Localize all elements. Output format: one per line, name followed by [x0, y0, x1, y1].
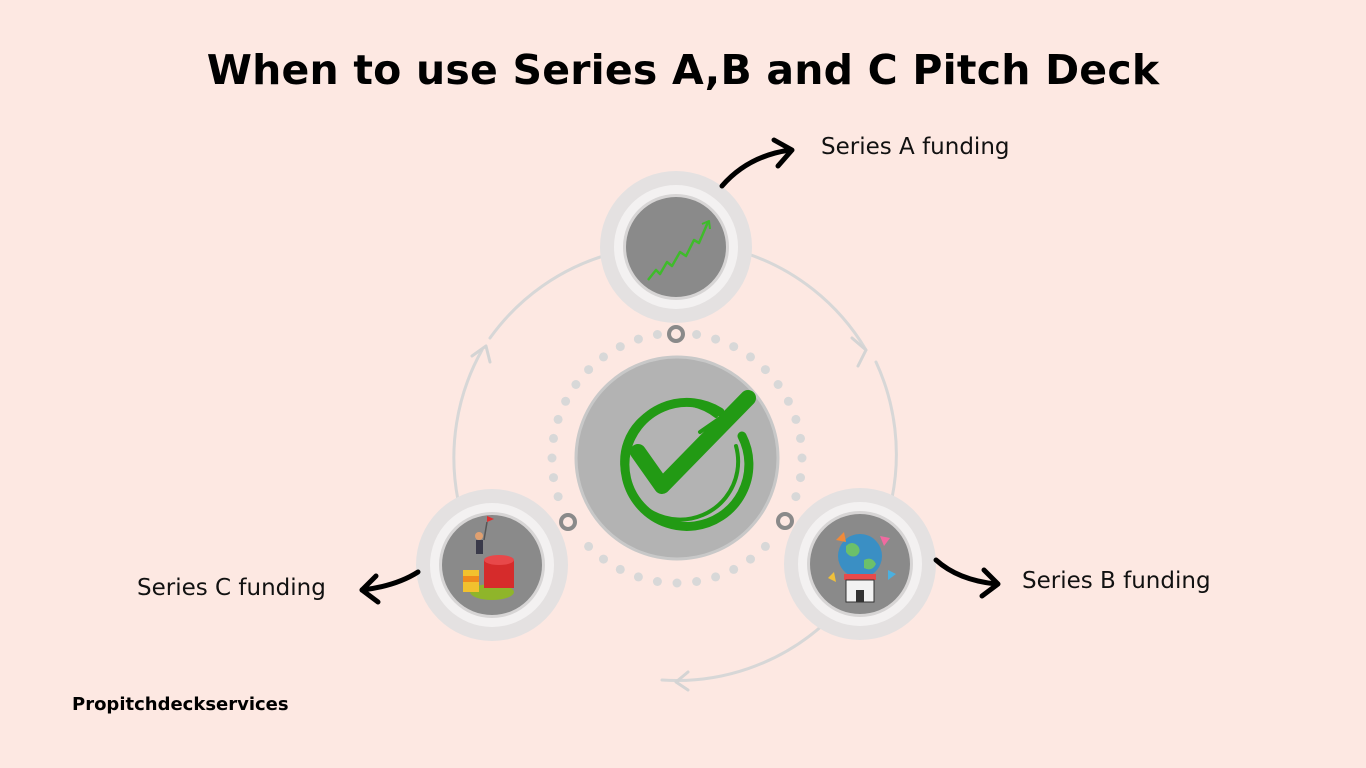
dotted-inner-ring	[547, 330, 807, 588]
ring-dot	[796, 433, 805, 443]
arc-a-to-b	[740, 250, 868, 352]
arc-b-right	[874, 360, 898, 500]
cycle-arrowhead-right	[850, 336, 868, 368]
checkmark-icon	[620, 390, 756, 531]
ring-dot	[729, 342, 739, 352]
ring-dot	[549, 473, 558, 483]
ring-dot	[760, 365, 770, 375]
ring-dot	[729, 564, 739, 574]
ring-dot	[571, 380, 581, 389]
ring-dot	[615, 564, 625, 574]
cycle-arrowhead-bottom	[674, 670, 690, 692]
ring-dot	[547, 453, 557, 463]
arrow-to-series-a	[719, 147, 793, 189]
ring-dot	[746, 352, 755, 362]
ring-dot	[783, 396, 793, 406]
ring-dot	[615, 342, 625, 352]
ring-dot	[549, 433, 558, 443]
connector-left	[559, 513, 577, 531]
success-pie-chart-icon	[463, 516, 514, 600]
ring-dot	[711, 572, 721, 582]
ring-dot	[791, 492, 801, 502]
ring-dot	[599, 554, 608, 564]
ring-dot	[692, 330, 702, 339]
arrow-to-series-b	[933, 557, 999, 587]
brand-name: Propitchdeckservices	[72, 694, 289, 715]
growth-chart-icon	[647, 220, 711, 281]
node-series-a	[600, 171, 752, 323]
page-title: When to use Series A,B and C Pitch Deck	[206, 46, 1160, 94]
ring-dot	[599, 352, 608, 362]
arc-c-left	[452, 348, 484, 502]
ring-dot	[652, 577, 662, 586]
cycle-ring	[452, 250, 898, 682]
center-circle	[574, 355, 780, 561]
arrow-to-series-c	[359, 569, 421, 593]
ring-dot	[711, 334, 721, 344]
ring-dot	[561, 396, 571, 406]
ring-dot	[746, 554, 755, 564]
ring-dot	[692, 577, 702, 586]
ring-dot	[773, 380, 783, 389]
label-series-b: Series B funding	[1022, 568, 1211, 594]
ring-dot	[633, 572, 643, 582]
ring-dot	[633, 334, 643, 344]
node-series-b	[784, 488, 936, 640]
ring-dot	[584, 541, 594, 551]
global-market-expansion-icon	[828, 532, 896, 603]
ring-dot	[584, 365, 594, 375]
cycle-arrowhead-left	[470, 344, 492, 364]
node-series-c	[416, 489, 568, 641]
label-series-c: Series C funding	[137, 575, 326, 601]
ring-dot	[791, 414, 801, 424]
ring-dot	[796, 473, 805, 483]
arc-c-to-a	[488, 252, 612, 340]
arc-b-to-c	[660, 622, 826, 682]
label-series-a: Series A funding	[821, 134, 1010, 160]
ring-dot	[672, 578, 682, 588]
ring-dot	[553, 414, 563, 424]
ring-dot	[652, 330, 662, 339]
connector-right	[776, 512, 794, 530]
ring-dot	[553, 492, 563, 502]
ring-dot	[760, 541, 770, 551]
ring-dot	[797, 453, 807, 463]
connector-top	[667, 325, 685, 343]
